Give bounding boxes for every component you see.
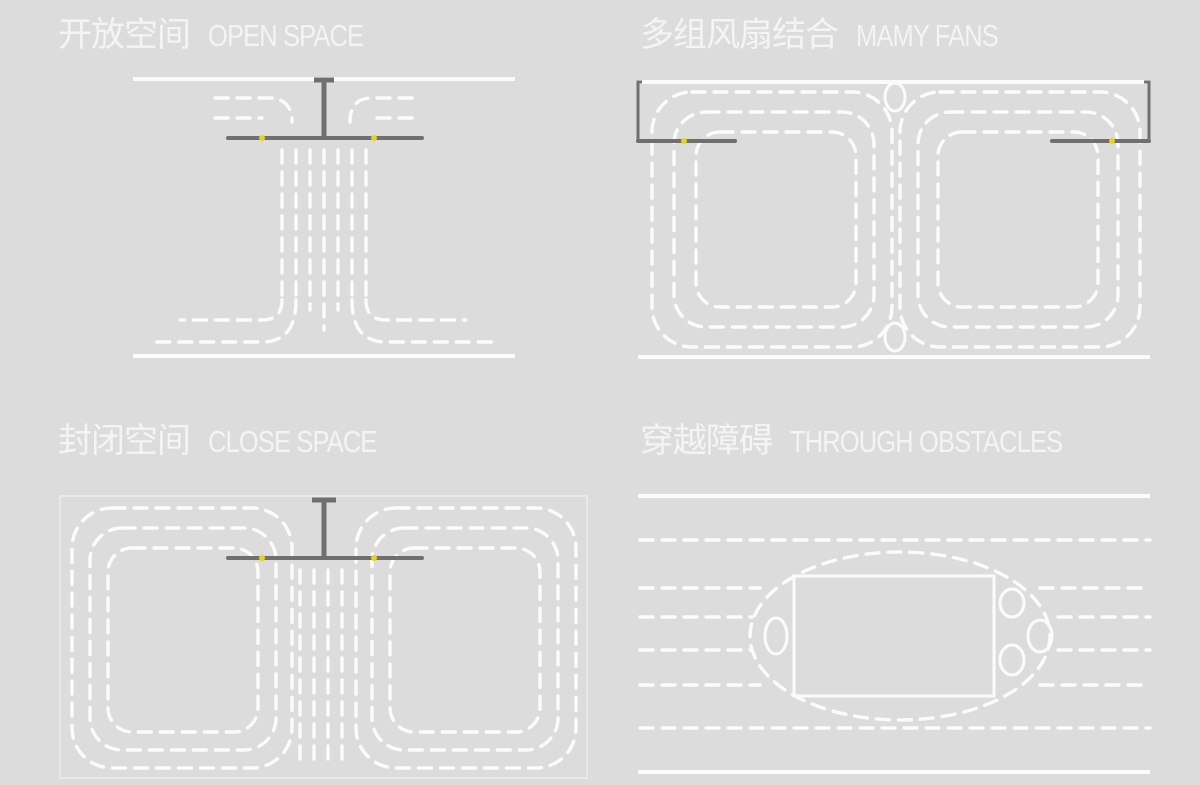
close-space-title: 封闭空间 CLOSE SPACE — [58, 424, 414, 458]
airflow-path — [348, 96, 414, 124]
airflow-loop — [936, 130, 1100, 309]
fan-right — [1050, 80, 1151, 144]
ceiling-fan — [226, 497, 424, 561]
airflow-path — [213, 96, 294, 124]
airflow-loop — [916, 110, 1120, 329]
open-space-title-en: OPEN SPACE — [208, 18, 364, 53]
eddy — [998, 643, 1026, 677]
many-fans-title-zh: 多组风扇结合 — [640, 15, 839, 55]
airflow-loop — [70, 506, 294, 770]
obstacles-title-en: THROUGH OBSTACLES — [790, 424, 1063, 459]
airflow-loop — [88, 526, 278, 752]
airflow-loop — [354, 506, 578, 770]
airflow-loop — [672, 110, 876, 329]
ceiling-fan — [226, 77, 424, 141]
close-space-diagram — [59, 495, 588, 779]
obstacles-diagram — [638, 494, 1152, 774]
many-fans-diagram — [636, 80, 1151, 359]
vortex — [883, 81, 907, 113]
airflow-loop — [388, 546, 542, 734]
open-space-diagram — [133, 77, 515, 358]
airflow-path — [148, 298, 298, 344]
vortex — [883, 321, 907, 353]
eddy — [998, 587, 1026, 619]
airflow-loop — [898, 90, 1142, 349]
obstacle — [792, 574, 996, 698]
airflow-path — [364, 298, 468, 322]
open-space-title-zh: 开放空间 — [58, 15, 191, 55]
many-fans-title: 多组风扇结合 MAMY FANS — [640, 18, 1029, 52]
close-space-title-zh: 封闭空间 — [58, 421, 191, 461]
close-space-title-en: CLOSE SPACE — [208, 424, 377, 459]
obstacles-title: 穿越障碍 THROUGH OBSTACLES — [640, 424, 1122, 458]
many-fans-title-en: MAMY FANS — [856, 18, 999, 53]
airflow-loop — [694, 130, 858, 309]
airflow-loop — [106, 546, 260, 734]
airflow-loop — [748, 550, 1052, 722]
fan-left — [636, 80, 737, 144]
airflow-path — [350, 298, 498, 344]
eddy — [1026, 618, 1054, 654]
eddy — [763, 616, 789, 656]
airflow-path — [178, 298, 284, 322]
airflow-loop — [370, 526, 560, 752]
obstacles-title-zh: 穿越障碍 — [640, 421, 773, 461]
airflow-loop — [650, 90, 894, 349]
open-space-title: 开放空间 OPEN SPACE — [58, 18, 397, 52]
room-box — [59, 495, 588, 779]
